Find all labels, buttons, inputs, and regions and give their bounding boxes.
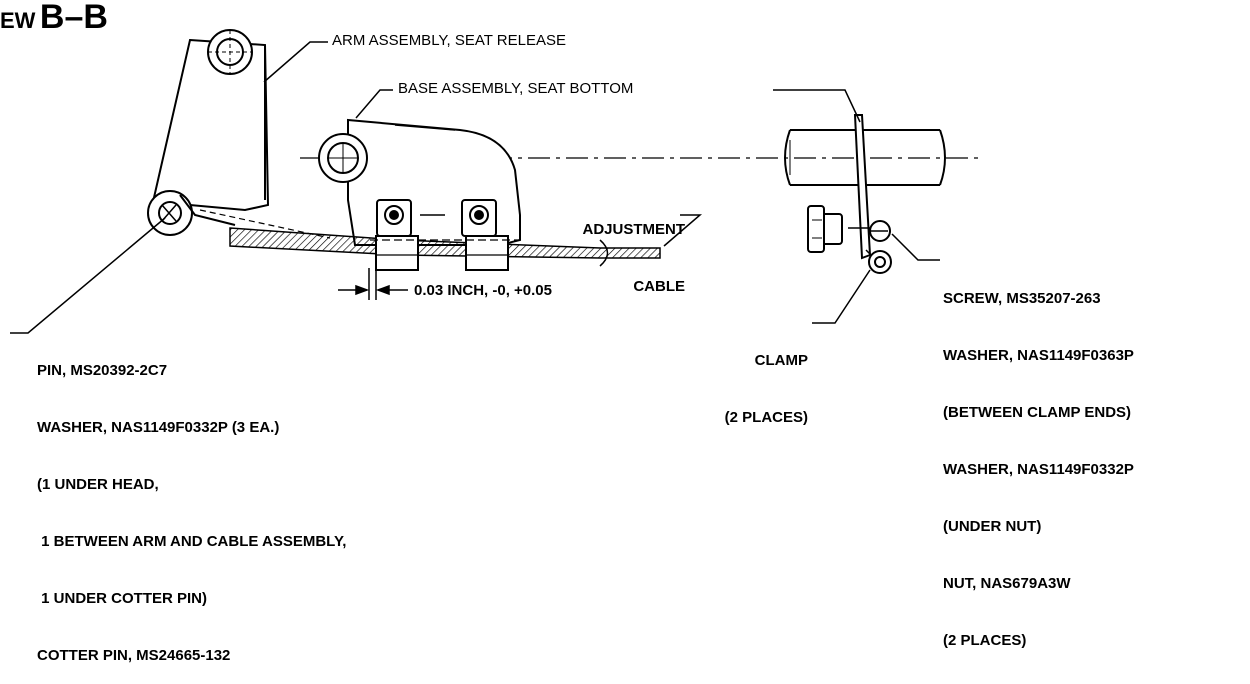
pin-group-line-6: COTTER PIN, MS24665-132 (37, 647, 231, 664)
view-title: EW B–B (0, 0, 108, 37)
technical-drawing (10, 29, 980, 334)
screw-group-line-3: (BETWEEN CLAMP ENDS) (943, 404, 1132, 421)
view-title-name: B–B (39, 0, 108, 36)
screw-group-line-1: SCREW, MS35207-263 (943, 290, 1101, 307)
pin-group-line-4: 1 BETWEEN ARM AND CABLE ASSEMBLY, (37, 533, 347, 550)
screw-group-line-7: (2 PLACES) (943, 632, 1027, 649)
pin-group-label: PIN, MS20392-2C7 WASHER, NAS1149F0332P (… (37, 323, 346, 684)
gap-dimension-label: 0.03 INCH, -0, +0.05 (414, 282, 552, 299)
adjustment-cable-label: ADJUSTMENT CABLE (555, 182, 685, 315)
pin-group-line-3: (1 UNDER HEAD, (37, 476, 159, 493)
screw-group-line-2: WASHER, NAS1149F0363P (943, 347, 1134, 364)
adjustment-cable-line-2: CABLE (633, 278, 685, 295)
screw-group-line-4: WASHER, NAS1149F0332P (943, 461, 1134, 478)
screw-group-line-6: NUT, NAS679A3W (943, 575, 1071, 592)
screw-group-label: SCREW, MS35207-263 WASHER, NAS1149F0363P… (943, 251, 1134, 669)
clamp-line-2: (2 PLACES) (724, 409, 808, 426)
clamp-line-1: CLAMP (754, 352, 808, 369)
cable-clamps (370, 199, 520, 271)
view-title-prefix: EW (0, 8, 36, 33)
pin-group-line-1: PIN, MS20392-2C7 (37, 362, 168, 379)
adjustment-cable-line-1: ADJUSTMENT (582, 221, 685, 238)
rod-clamp-view (784, 114, 946, 274)
leader-lines (10, 41, 940, 334)
arm-assembly (147, 29, 270, 236)
gap-dimension (338, 268, 408, 300)
arm-assembly-label: ARM ASSEMBLY, SEAT RELEASE (332, 32, 566, 49)
pin-group-line-2: WASHER, NAS1149F0332P (3 EA.) (37, 419, 280, 436)
screw-group-line-5: (UNDER NUT) (943, 518, 1042, 535)
clamp-label: CLAMP (2 PLACES) (690, 313, 808, 446)
base-assembly-label: BASE ASSEMBLY, SEAT BOTTOM (398, 80, 634, 97)
pin-group-line-5: 1 UNDER COTTER PIN) (37, 590, 208, 607)
